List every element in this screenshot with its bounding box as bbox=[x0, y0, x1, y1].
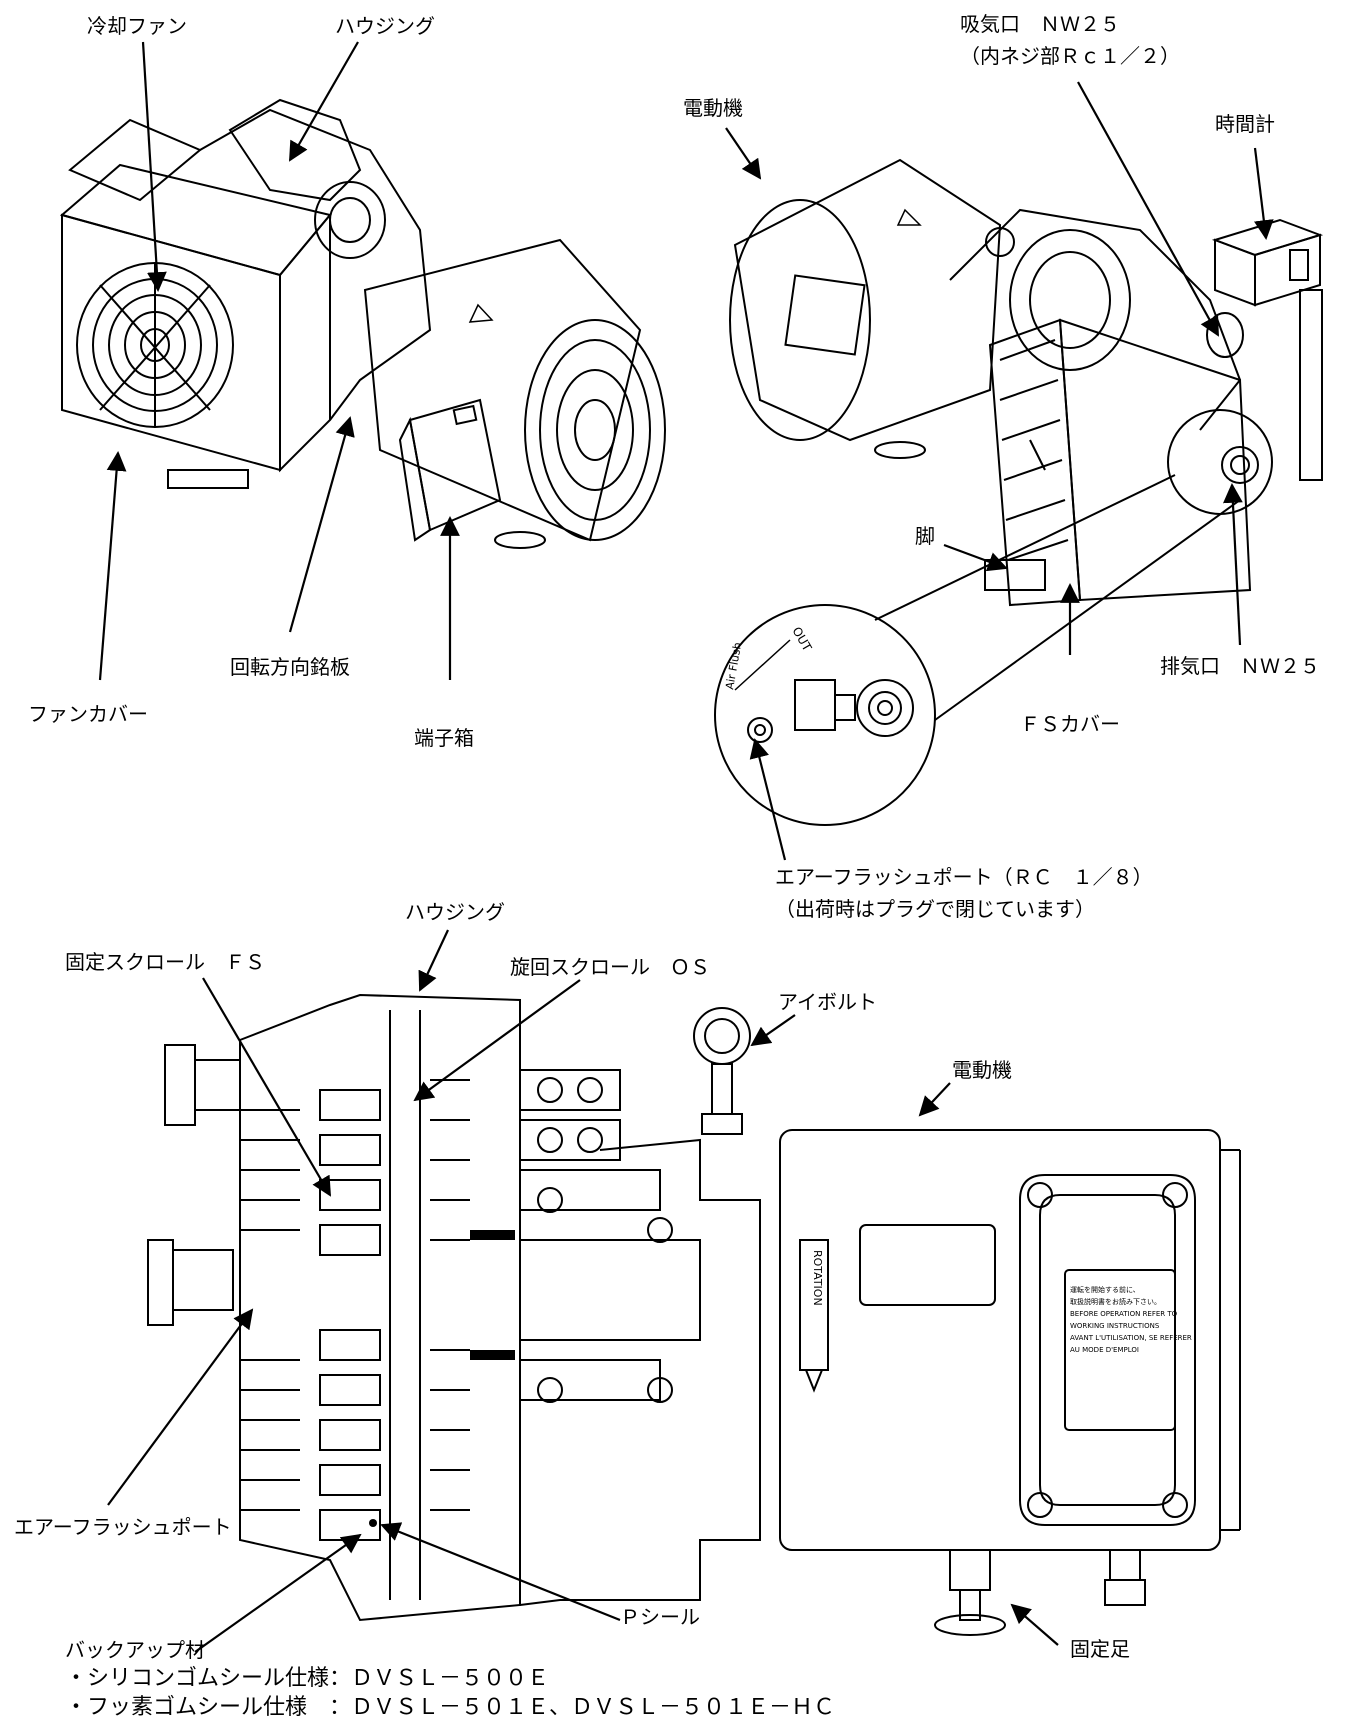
label-motor-top: 電動機 bbox=[683, 96, 743, 120]
arrow-motor-top bbox=[725, 127, 762, 180]
pump-cross-section: ROTATION 運転を開始する前に、 取扱説明書をお読み下さい。 BEFORE… bbox=[147, 993, 1241, 1636]
arrow-fan-cover bbox=[98, 451, 127, 681]
arrow-p-seal bbox=[380, 1522, 621, 1622]
arrow-housing-section bbox=[418, 929, 449, 992]
air-flush-inset: OUT Air Flush bbox=[714, 474, 1241, 826]
label-air-flush-port: エアーフラッシュポート bbox=[14, 1515, 232, 1539]
label-motor-section: 電動機 bbox=[952, 1058, 1012, 1082]
label-exhaust-port: 排気口 ＮＷ２５ bbox=[1160, 654, 1320, 678]
leader-arrows bbox=[98, 41, 1274, 1653]
label-terminal-box: 端子箱 bbox=[414, 726, 474, 750]
arrow-housing-top bbox=[289, 41, 359, 162]
arrow-rotation-plate bbox=[288, 416, 355, 633]
label-p-seal: Ｐシール bbox=[620, 1605, 700, 1629]
spec-fluoro-rubber: ・フッ素ゴムシール仕様 ：ＤＶＳＬ－５０１Ｅ、ＤＶＳＬ－５０１Ｅ－ＨＣ bbox=[65, 1695, 836, 1720]
label-cooling-fan: 冷却ファン bbox=[87, 14, 187, 38]
inset-air-flush-label: Air Flush bbox=[723, 641, 744, 690]
terminal-box bbox=[398, 398, 502, 542]
arrow-foot bbox=[943, 543, 1008, 572]
warning-line-3: BEFORE OPERATION REFER TO bbox=[1070, 1310, 1178, 1318]
label-fixed-foot: 固定足 bbox=[1070, 1637, 1130, 1661]
label-backup-material: バックアップ材 bbox=[65, 1638, 205, 1662]
fs-cover-panel bbox=[988, 318, 1252, 607]
motor-front bbox=[363, 238, 666, 542]
arrow-fixed-scroll bbox=[202, 977, 332, 1197]
label-fixed-scroll: 固定スクロール ＦＳ bbox=[65, 950, 265, 974]
hour-meter bbox=[1211, 218, 1324, 307]
label-hour-meter: 時間計 bbox=[1215, 112, 1275, 136]
pump-front-view bbox=[59, 98, 666, 549]
label-rotation-plate: 回転方向銘板 bbox=[230, 655, 350, 679]
warning-line-4: WORKING INSTRUCTIONS bbox=[1070, 1322, 1160, 1330]
label-housing-top: ハウジング bbox=[335, 14, 435, 38]
label-foot: 脚 bbox=[915, 524, 935, 548]
label-intake-port: 吸気口 ＮＷ２５ bbox=[960, 12, 1120, 36]
terminal-box-plate: 運転を開始する前に、 取扱説明書をお読み下さい。 BEFORE OPERATIO… bbox=[1019, 1174, 1196, 1526]
arrow-exhaust bbox=[1223, 483, 1243, 646]
label-orbiting-scroll: 旋回スクロール ＯＳ bbox=[510, 955, 710, 979]
label-fan-cover: ファンカバー bbox=[28, 702, 148, 726]
warning-line-5: AVANT L'UTILISATION, SE REFERER bbox=[1070, 1334, 1192, 1342]
fan-guard bbox=[76, 262, 234, 428]
motor-rear bbox=[729, 158, 1015, 442]
rotation-plate-text: ROTATION bbox=[811, 1250, 824, 1306]
arrow-orbiting-scroll bbox=[413, 979, 581, 1102]
arrow-hour-meter bbox=[1253, 147, 1274, 240]
arrow-cooling-fan bbox=[141, 41, 167, 292]
arrow-eye-bolt bbox=[750, 1014, 796, 1047]
arrow-fixed-foot bbox=[1010, 1603, 1059, 1646]
arrow-air-flush-section bbox=[107, 1308, 254, 1506]
arrow-motor-section bbox=[918, 1082, 951, 1117]
scroll-blocks bbox=[319, 1010, 470, 1600]
arrow-air-flush-inset bbox=[749, 738, 787, 861]
label-housing-section: ハウジング bbox=[405, 900, 505, 924]
arrow-intake bbox=[1077, 81, 1219, 337]
warning-line-2: 取扱説明書をお読み下さい。 bbox=[1070, 1297, 1161, 1306]
inset-out-label: OUT bbox=[789, 625, 814, 655]
warning-line-1: 運転を開始する前に、 bbox=[1070, 1285, 1140, 1294]
label-air-flush-port-spec: エアーフラッシュポート（ＲＣ １／８） bbox=[775, 865, 1153, 889]
label-shipped-plugged: （出荷時はプラグで閉じています） bbox=[775, 897, 1095, 921]
label-intake-thread: （内ネジ部Ｒｃ１／２） bbox=[960, 44, 1180, 68]
label-fs-cover: ＦＳカバー bbox=[1020, 712, 1120, 736]
motor-section-body: ROTATION 運転を開始する前に、 取扱説明書をお読み下さい。 BEFORE… bbox=[779, 1129, 1241, 1551]
label-eye-bolt: アイボルト bbox=[778, 990, 877, 1014]
spec-silicone-rubber: ・シリコンゴムシール仕様：ＤＶＳＬ－５００Ｅ bbox=[65, 1666, 550, 1691]
cooling-fins bbox=[240, 1109, 300, 1511]
arrow-backup-material bbox=[194, 1533, 362, 1653]
eye-bolt bbox=[693, 1007, 751, 1135]
pump-rear-view bbox=[729, 158, 1324, 607]
warning-line-6: AU MODE D'EMPLOI bbox=[1070, 1346, 1139, 1354]
